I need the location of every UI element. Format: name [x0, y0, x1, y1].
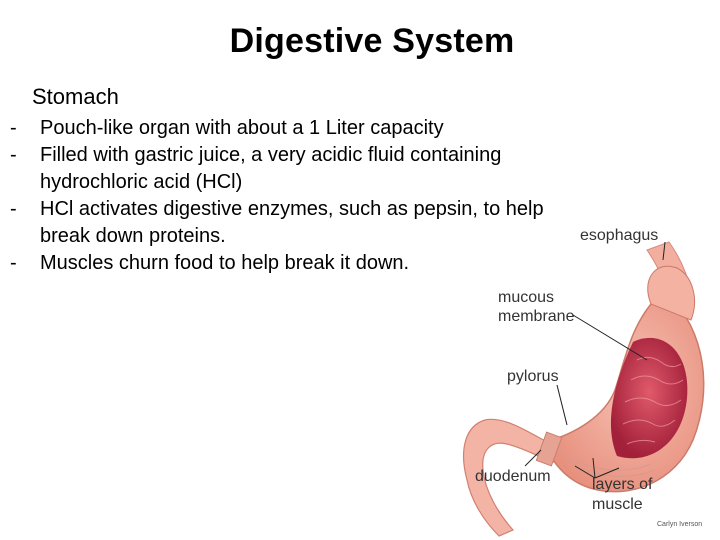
label-muscle: muscle [592, 496, 643, 513]
bullet-item: - Filled with gastric juice, a very acidi… [8, 142, 548, 196]
label-esophagus: esophagus [580, 227, 659, 244]
image-credit: Carlyn Iverson [657, 521, 703, 528]
label-duodenum: duodenum [475, 468, 551, 485]
label-mucous: mucous [498, 289, 555, 306]
bullet-list: - Pouch-like organ with about a 1 Liter c… [8, 115, 548, 277]
bullet-item: - HCl activates digestive enzymes, such a… [8, 196, 548, 250]
stomach-drawing [463, 241, 705, 537]
stomach-illustration: esophagus mucous membrane pylorus duoden… [455, 220, 720, 540]
label-layers-of: layers of [592, 476, 653, 493]
bullet-text: Pouch-like organ with about a 1 Liter ca… [40, 117, 444, 139]
bullet-marker: - [10, 144, 17, 166]
label-membrane: membrane [498, 308, 575, 325]
bullet-text: Muscles churn food to help break it down… [40, 252, 410, 274]
bullet-marker: - [10, 252, 17, 274]
bullet-marker: - [10, 198, 17, 220]
bullet-text: HCl activates digestive enzymes, such as… [40, 198, 544, 247]
bullet-item: - Pouch-like organ with about a 1 Liter c… [8, 115, 548, 142]
bullet-item: - Muscles churn food to help break it dow… [8, 250, 548, 277]
bullet-text: Filled with gastric juice, a very acidic… [40, 144, 502, 193]
bullet-marker: - [10, 117, 17, 139]
label-pylorus: pylorus [507, 368, 559, 385]
slide-title: Digestive System [229, 22, 515, 60]
section-heading: Stomach [32, 84, 119, 109]
